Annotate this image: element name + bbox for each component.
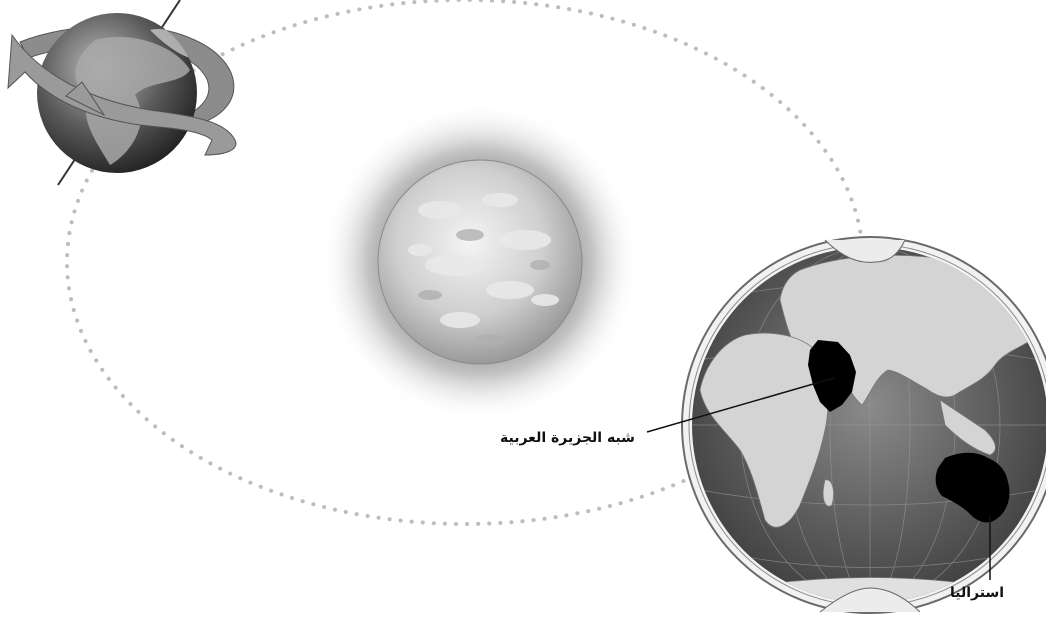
- hemisphere-map: [681, 236, 1046, 614]
- label-australia: استراليا: [950, 585, 1005, 601]
- arabia-leader-line: [646, 377, 835, 433]
- arabian-peninsula-highlight: [808, 340, 856, 412]
- rotation-arrow-front: [7, 33, 237, 156]
- australia-highlight: [935, 452, 1010, 523]
- label-arabian-peninsula: شبه الجزيرة العربية: [500, 430, 635, 446]
- sun: [320, 102, 640, 422]
- arrow-head: [65, 81, 106, 117]
- map-madagascar: [822, 479, 834, 507]
- earth-globe: [7, 0, 237, 186]
- map-southeast-asia: [939, 399, 996, 456]
